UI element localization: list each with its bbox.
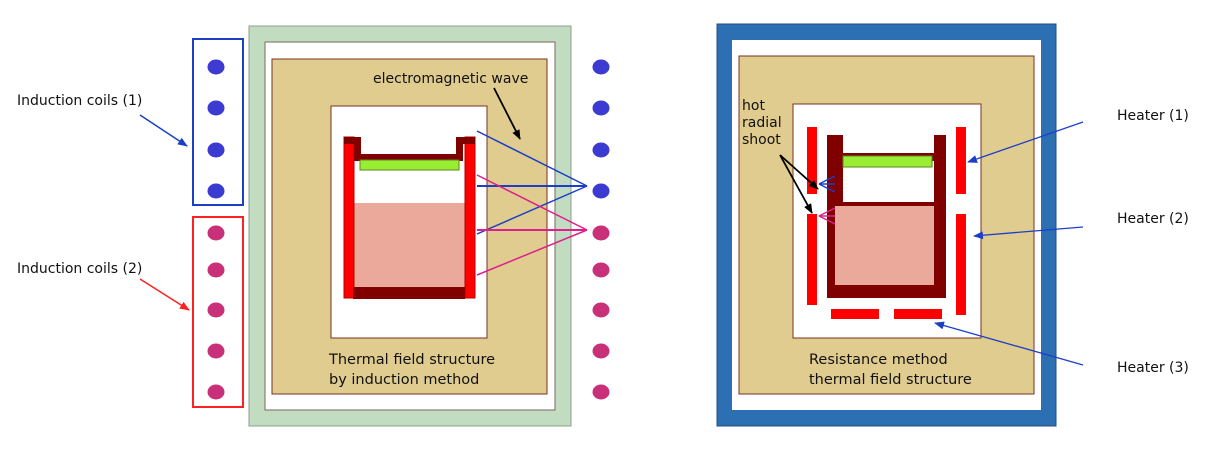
resistance-caption-line2: thermal field structure [809, 372, 972, 388]
induction-coils-2-label: Induction coils (2) [17, 261, 142, 277]
induction-susceptor-left-wall [343, 136, 355, 299]
radial-blue-ray [818, 175, 836, 185]
electromagnetic-wave-label: electromagnetic wave [373, 71, 528, 87]
coil-dot [207, 183, 225, 199]
hot-radial-shoot-label-line1: hot [742, 98, 765, 114]
em-wave-magenta-lower [476, 229, 588, 276]
heater-right-upper [956, 127, 966, 194]
heater-bottom-right [894, 309, 942, 319]
hot-radial-shoot-label-line3: shoot [742, 132, 781, 148]
coil-dot [592, 343, 610, 359]
radial-magenta-ray [818, 207, 836, 217]
radial-blue-ray [818, 183, 836, 193]
coil-dot [592, 59, 610, 75]
coil-dot [592, 302, 610, 318]
heater-bottom-left [831, 309, 879, 319]
coil-dot [207, 100, 225, 116]
coil-dot [207, 343, 225, 359]
coil-dot [592, 142, 610, 158]
coil-dot [592, 100, 610, 116]
coil-dot [207, 142, 225, 158]
heater-left-lower [807, 214, 817, 305]
hot-radial-shoot-label-line2: radial [742, 115, 782, 131]
coil-dot [207, 225, 225, 241]
heater-3-label: Heater (3) [1117, 360, 1189, 376]
hot-radial-pointer-upper [779, 154, 819, 190]
coils-2-pointer-arrow [139, 278, 190, 311]
coil-group-2-box [192, 216, 244, 408]
coil-dot [207, 59, 225, 75]
heater-2-pointer-arrow [973, 226, 1084, 240]
resistance-caption-line1: Resistance method [809, 352, 948, 368]
resistance-crucible-bottom-bar [835, 285, 936, 296]
radial-magenta-ray [818, 215, 836, 225]
induction-seed-plate [359, 159, 460, 171]
em-wave-blue-upper [476, 130, 588, 187]
em-wave-pointer-arrow [493, 87, 521, 140]
coil-dot [207, 302, 225, 318]
coil-dot [592, 183, 610, 199]
coil-dot [207, 262, 225, 278]
resistance-thermal-field: hot radial shoot Heater (1) Heater (2) H… [716, 23, 1189, 427]
em-wave-magenta-upper [476, 174, 588, 231]
heater-right-lower [956, 214, 966, 315]
em-wave-blue-lower [476, 185, 588, 235]
coil-dot [592, 262, 610, 278]
heater-1-label: Heater (1) [1117, 108, 1189, 124]
coil-dot [592, 225, 610, 241]
induction-caption-line1: Thermal field structure [328, 352, 495, 368]
heater-left-upper [807, 127, 817, 194]
left-coil-column [207, 59, 225, 400]
resistance-crucible-lid [827, 135, 946, 161]
resistance-seed-plate [842, 155, 933, 168]
induction-melt [353, 203, 465, 288]
induction-crucible-lid [344, 137, 475, 161]
hot-radial-pointer-lower [779, 154, 813, 214]
induction-thermal-field: Induction coils (1) Induction coils (2) … [17, 25, 610, 427]
coil-group-1-box [192, 38, 244, 206]
right-coil-column [592, 59, 610, 400]
coil-dot [207, 384, 225, 400]
heater-1-pointer-arrow [967, 121, 1084, 163]
induction-coils-1-label: Induction coils (1) [17, 93, 142, 109]
heater-3-pointer-arrow [934, 321, 1084, 366]
induction-susceptor-right-wall [464, 136, 476, 299]
resistance-melt-liner [835, 202, 936, 206]
induction-caption-line2: by induction method [329, 372, 479, 388]
induction-crucible-bottom [353, 287, 465, 299]
heater-2-label: Heater (2) [1117, 211, 1189, 227]
resistance-melt [835, 205, 934, 285]
coil-dot [592, 384, 610, 400]
coils-1-pointer-arrow [139, 114, 188, 147]
